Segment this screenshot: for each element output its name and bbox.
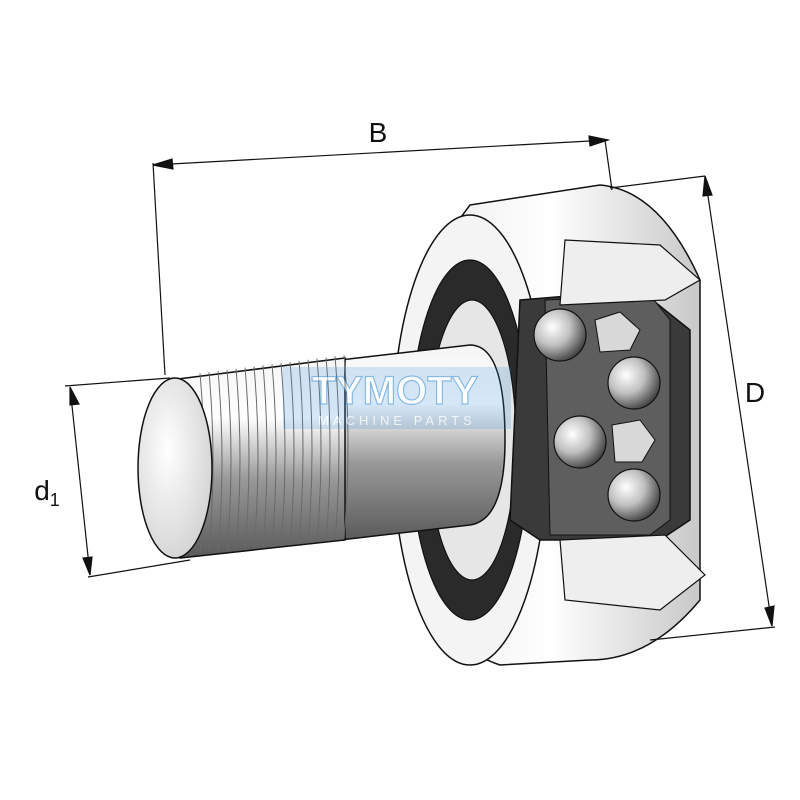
thread-line <box>316 358 322 542</box>
thread-line <box>217 370 223 552</box>
thread-line <box>208 372 214 553</box>
dimension-lines <box>64 135 776 641</box>
arrowhead <box>702 175 713 197</box>
ball-bearing <box>607 468 661 522</box>
stud-end-face <box>137 377 213 559</box>
thread-line <box>298 360 304 544</box>
thread-line <box>343 355 349 539</box>
thread-line <box>334 356 340 540</box>
dimension-line-d1 <box>69 386 91 576</box>
arrowhead <box>82 556 93 576</box>
dimension-line-d <box>704 175 773 627</box>
thread-line <box>307 359 313 543</box>
thread-line <box>226 369 232 551</box>
thread-line <box>253 366 259 548</box>
arrowhead <box>152 158 174 170</box>
thread-line <box>280 363 286 545</box>
dimension-label-d1: d1 <box>34 475 60 510</box>
dimension-label-d: D <box>745 377 765 408</box>
arrowhead <box>764 605 775 627</box>
dimension-label-d1-main: d <box>34 475 50 506</box>
thread-line <box>244 367 250 549</box>
outer-race-section-top <box>559 239 702 306</box>
ball-bearing <box>607 356 661 410</box>
thread-line <box>289 361 295 545</box>
ball-bearing <box>553 415 607 469</box>
dimension-line-b <box>152 139 609 166</box>
cutaway-section <box>509 239 706 611</box>
thread-line <box>262 365 268 547</box>
cage-segment <box>594 311 641 353</box>
outer-race-section-bottom <box>559 534 706 611</box>
arrowhead <box>69 386 80 406</box>
dimension-label-b: B <box>369 117 388 148</box>
extension-line-b-left <box>152 162 166 376</box>
extension-line-d-top <box>609 175 706 189</box>
arrowhead <box>588 135 611 147</box>
thread-line <box>271 364 277 546</box>
watermark-tagline: MACHINE PARTS <box>318 413 476 428</box>
cage-segment <box>611 419 656 463</box>
thread-line <box>235 368 241 550</box>
extension-line-d-bottom <box>649 626 776 641</box>
extension-line-d1-bottom <box>87 559 191 578</box>
watermark-brand: TYMOTY <box>312 369 479 413</box>
extension-line-d1-top <box>64 377 171 387</box>
watermark: TYMOTY MACHINE PARTS <box>283 367 511 429</box>
dimension-label-d1-subscript: 1 <box>50 490 60 510</box>
stud-shaft <box>137 344 506 559</box>
thread-line <box>325 357 331 541</box>
ball-bearing <box>533 308 587 362</box>
extension-line-b-right <box>604 139 613 191</box>
